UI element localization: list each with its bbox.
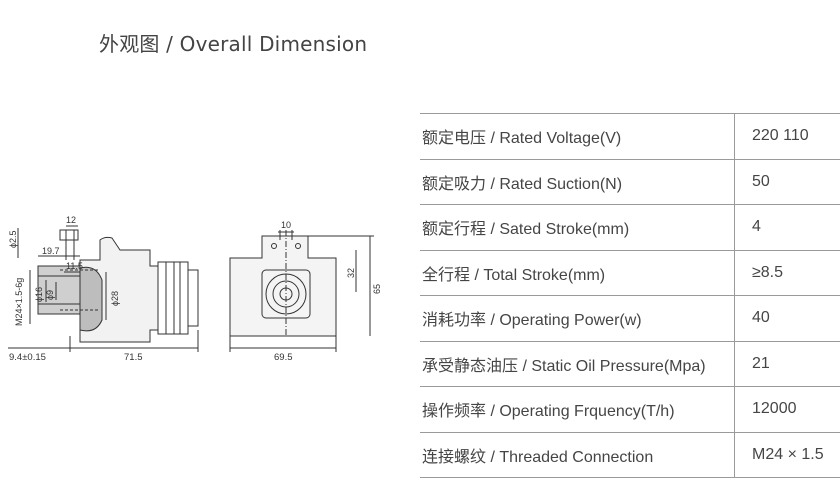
- spec-value: 50: [736, 159, 840, 205]
- dim-label: 12: [66, 215, 76, 225]
- spec-separator: [734, 386, 736, 433]
- spec-row: 全行程 / Total Stroke(mm)≥8.5: [420, 250, 840, 296]
- spec-param: 额定行程 / Sated Stroke(mm): [420, 204, 735, 251]
- spec-separator: [734, 341, 736, 387]
- spec-param: 操作频率 / Operating Frquency(T/h): [420, 386, 735, 433]
- spec-row: 消耗功率 / Operating Power(w)40: [420, 295, 840, 342]
- dim-label: 11.5: [66, 261, 83, 271]
- spec-separator: [734, 250, 736, 296]
- spec-separator: [734, 295, 736, 342]
- spec-value: ≥8.5: [736, 250, 840, 296]
- spec-row: 承受静态油压 / Static Oil Pressure(Mpa)21: [420, 341, 840, 387]
- spec-param: 连接螺纹 / Threaded Connection: [420, 432, 735, 478]
- spec-param: 额定电压 / Rated Voltage(V): [420, 113, 735, 160]
- dim-label: 69.5: [274, 352, 293, 363]
- spec-value: 4: [736, 204, 840, 251]
- spec-separator: [734, 159, 736, 205]
- dim-label: ϕ2.5: [8, 230, 18, 248]
- spec-param: 消耗功率 / Operating Power(w): [420, 295, 735, 342]
- dimension-drawing: 12 ϕ2.5 19.7 11.5 M24×1.5-6g ϕ16 ϕ9 ϕ28 …: [8, 215, 382, 363]
- dim-label: 32: [346, 268, 356, 278]
- spec-value: 220 110: [736, 113, 840, 160]
- spec-param: 额定吸力 / Rated Suction(N): [420, 159, 735, 205]
- spec-separator: [734, 432, 736, 478]
- dim-label: ϕ16: [34, 287, 44, 302]
- spec-value: 40: [736, 295, 840, 342]
- spec-param: 全行程 / Total Stroke(mm): [420, 250, 735, 296]
- dim-label: 65: [372, 284, 382, 294]
- spec-separator: [734, 113, 736, 160]
- spec-value: 12000: [736, 386, 840, 433]
- dim-label: 19.7: [42, 246, 60, 256]
- spec-row: 额定吸力 / Rated Suction(N)50: [420, 159, 840, 205]
- spec-value: 21: [736, 341, 840, 387]
- spec-param: 承受静态油压 / Static Oil Pressure(Mpa): [420, 341, 735, 387]
- dim-label: M24×1.5-6g: [14, 278, 24, 326]
- spec-separator: [734, 204, 736, 251]
- spec-row: 额定行程 / Sated Stroke(mm)4: [420, 204, 840, 251]
- dim-label: ϕ9: [45, 290, 55, 300]
- spec-value: M24 × 1.5: [736, 432, 840, 478]
- dim-label: 10: [281, 220, 291, 230]
- spec-row: 额定电压 / Rated Voltage(V)220 110: [420, 113, 840, 160]
- dim-label: ϕ28: [110, 291, 120, 306]
- page-title: 外观图 / Overall Dimension: [99, 32, 368, 56]
- dim-label: 9.4±0.15: [9, 352, 46, 363]
- spec-row: 操作频率 / Operating Frquency(T/h)12000: [420, 386, 840, 433]
- dim-label: 71.5: [124, 352, 143, 363]
